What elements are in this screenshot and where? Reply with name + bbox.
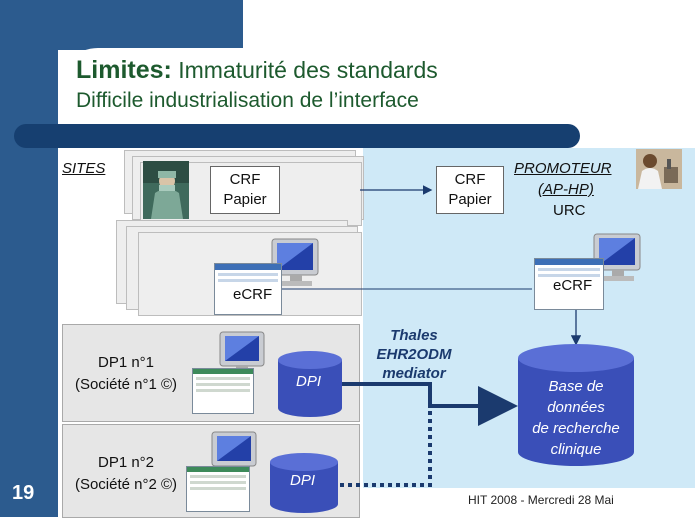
slide-number: 19: [12, 482, 35, 504]
researcher-photo-icon: [636, 149, 682, 189]
dp1-name: DP1 n°1: [97, 354, 155, 371]
crf-paper-box-sites: CRF Papier: [210, 166, 280, 214]
dpi1-label: DPI: [296, 373, 322, 390]
ecrf-label: eCRF: [553, 277, 593, 294]
research-db-label: Base de données de recherche clinique: [518, 376, 634, 460]
dpi2-dotted-link: [340, 410, 432, 487]
papier-label: Papier: [448, 191, 492, 208]
papier-label: Papier: [223, 191, 267, 208]
crf-label: CRF: [229, 171, 261, 188]
slide-title: Limites: Immaturité des standards: [76, 56, 438, 84]
sidebar-top-block: [0, 0, 243, 50]
mediator-line: mediator: [382, 365, 446, 382]
dp1-screenshot: [192, 368, 254, 414]
computer-icon: [208, 430, 266, 478]
dpi1-cylinder: [278, 351, 342, 417]
computer-icon: [268, 237, 328, 289]
dp2-company: (Société n°2 ©): [74, 476, 178, 493]
sidebar: [0, 0, 58, 517]
research-db-cylinder: [518, 344, 634, 466]
ecrf-label: eCRF: [233, 286, 273, 303]
dp1-label: DP1 n°1 (Société n°1 ©): [66, 352, 186, 396]
surgeon-photo-icon: [143, 161, 189, 219]
research-db-line: clinique: [550, 441, 602, 458]
sites-label: SITES: [62, 160, 106, 177]
crf-label: CRF: [454, 171, 486, 188]
research-db-line: Base de: [548, 378, 604, 395]
title-card: [58, 48, 695, 128]
research-db-line: de recherche: [532, 420, 620, 437]
mediator-line: Thales: [390, 327, 438, 344]
research-db-line: données: [547, 399, 605, 416]
mediator-label: Thales EHR2ODM mediator: [366, 326, 462, 383]
computer-icon: [590, 232, 650, 284]
footer-text: HIT 2008 - Mercredi 28 Mai: [468, 493, 614, 507]
slide-subtitle: Difficile industrialisation de l’interfa…: [76, 89, 419, 112]
crf-paper-box-promoteur: CRF Papier: [436, 166, 504, 214]
aphp-label: (AP-HP): [538, 181, 594, 198]
ecrf-screenshot-sites: eCRF: [214, 263, 282, 315]
urc-label: URC: [553, 202, 586, 219]
dp2-label: DP1 n°2 (Société n°2 ©): [66, 452, 186, 496]
dp1-company: (Société n°1 ©): [74, 376, 178, 393]
dp2-screenshot: [186, 466, 250, 512]
ecrf-screenshot-promoteur: eCRF: [534, 258, 604, 310]
dpi2-label: DPI: [290, 472, 316, 489]
dpi1-to-db-arrow: [340, 382, 518, 426]
mediator-line: EHR2ODM: [376, 346, 452, 363]
dpi2-cylinder: [270, 453, 338, 513]
promoteur-label: PROMOTEUR: [514, 160, 612, 177]
title-bar: [14, 124, 580, 148]
dp2-name: DP1 n°2: [97, 454, 155, 471]
